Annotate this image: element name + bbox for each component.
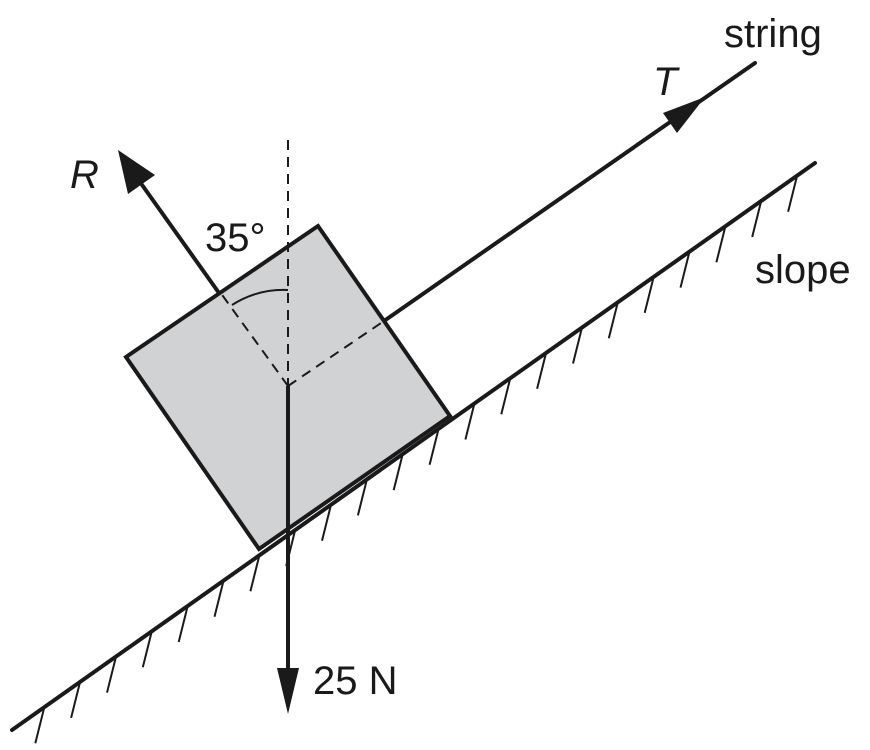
- angle-label: 35°: [205, 216, 266, 260]
- string-label: string: [724, 12, 822, 56]
- slope-hatch-mark: [500, 377, 512, 415]
- slope-hatch-mark: [607, 301, 619, 339]
- reaction-arrowhead: [118, 150, 155, 194]
- slope-hatch-mark: [643, 276, 655, 314]
- weight-label: 25 N: [313, 659, 398, 703]
- normal-dashed-line: [219, 291, 289, 387]
- slope-hatch-mark: [106, 656, 117, 693]
- tension-arrowhead: [663, 97, 705, 133]
- slope-hatch-mark: [356, 479, 368, 516]
- tension-label: T: [653, 60, 680, 104]
- slope-hatch-mark: [392, 453, 404, 491]
- slope-hatch-mark: [787, 175, 799, 212]
- reaction-label: R: [70, 153, 99, 197]
- slope-hatch-mark: [177, 605, 189, 643]
- slope-hatch-mark: [536, 352, 548, 390]
- slope-hatch-mark: [249, 555, 261, 592]
- slope-label: slope: [755, 248, 851, 292]
- slope-hatch-mark: [34, 706, 46, 744]
- slope-hatch-mark: [464, 403, 476, 440]
- slope-hatch-mark: [572, 327, 583, 364]
- slope-hatch-mark: [679, 251, 691, 288]
- slope-hatch-mark: [213, 580, 225, 617]
- slope-hatch-mark: [321, 504, 332, 541]
- slope-hatch-mark: [715, 226, 727, 263]
- slope-hatch-mark: [70, 681, 82, 719]
- slope-line: [10, 161, 817, 732]
- reaction-force-shaft: [133, 173, 221, 295]
- slope-hatching: [34, 175, 799, 744]
- angle-arc: [231, 288, 289, 306]
- slope-hatch-mark: [141, 631, 153, 668]
- slope-hatch-mark: [751, 200, 763, 238]
- slope-hatch-mark: [428, 428, 440, 466]
- weight-arrowhead: [277, 668, 299, 714]
- parallel-dashed-line: [287, 320, 385, 387]
